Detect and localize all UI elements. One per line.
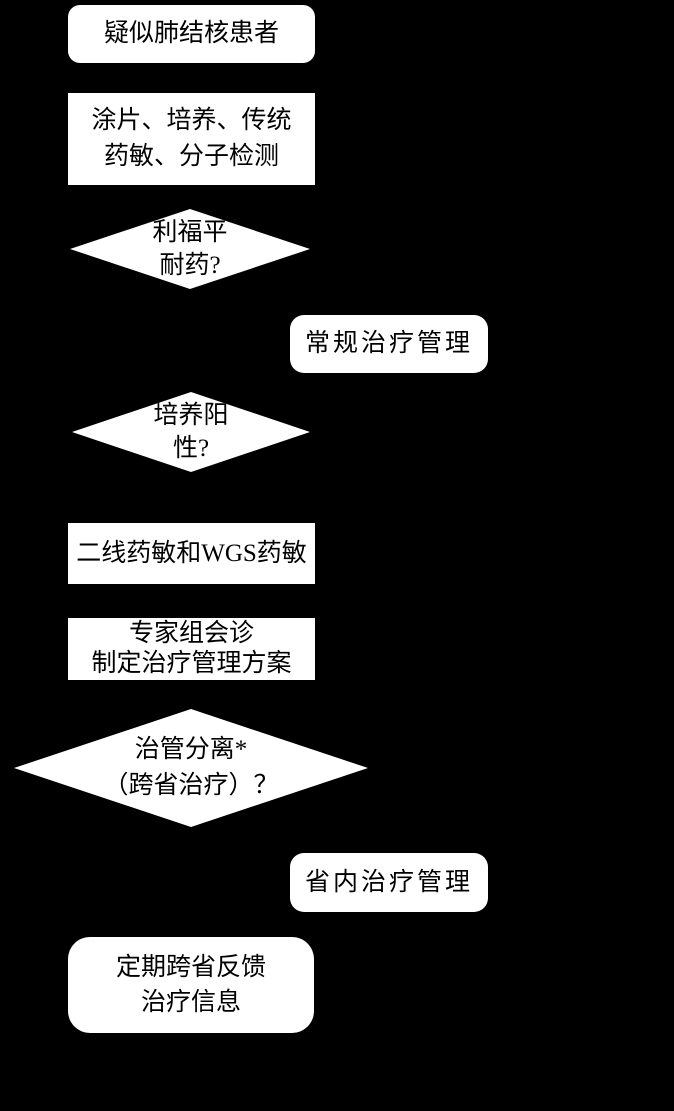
node-in-province-treatment-management: 省内治疗管理 (290, 853, 488, 912)
node-label-line1: 定期跨省反馈 (115, 954, 266, 981)
decision-label-line2: 性? (172, 435, 210, 462)
decision-label-line2: （跨省治疗）？ (103, 772, 279, 799)
node-label: 常规治疗管理 (304, 330, 473, 357)
decision-rifampicin-resistant: 利福平 耐药? (70, 209, 310, 289)
decision-label-line1: 利福平 (152, 219, 228, 246)
node-label-line2: 药敏、分子检测 (103, 143, 279, 170)
node-label: 疑似肺结核患者 (103, 20, 279, 47)
decision-culture-positive: 培养阳 性? (72, 392, 310, 472)
node-second-line-dst-and-wgs: 二线药敏和WGS药敏 (68, 523, 315, 584)
node-expert-panel-treatment-plan: 专家组会诊 制定治疗管理方案 (68, 618, 315, 680)
node-smear-culture-dst-molecular-tests: 涂片、培养、传统 药敏、分子检测 (68, 93, 315, 185)
node-suspected-tb-patient: 疑似肺结核患者 (68, 5, 315, 63)
node-periodic-cross-province-feedback: 定期跨省反馈 治疗信息 (68, 937, 314, 1033)
node-label-line1: 专家组会诊 (128, 620, 254, 647)
decision-treatment-management-separation: 治管分离* （跨省治疗）？ (14, 709, 368, 827)
decision-label-line1: 培养阳 (153, 402, 229, 429)
node-label: 二线药敏和WGS药敏 (76, 539, 307, 567)
node-label-line2: 治疗信息 (140, 989, 241, 1016)
node-label-line2: 制定治疗管理方案 (91, 650, 292, 677)
node-label-line1: 涂片、培养、传统 (91, 107, 292, 134)
node-label: 省内治疗管理 (304, 868, 473, 896)
decision-label-line1: 治管分离* (134, 736, 248, 763)
decision-label-line2: 耐药? (159, 252, 221, 279)
node-routine-treatment-management: 常规治疗管理 (290, 315, 488, 373)
